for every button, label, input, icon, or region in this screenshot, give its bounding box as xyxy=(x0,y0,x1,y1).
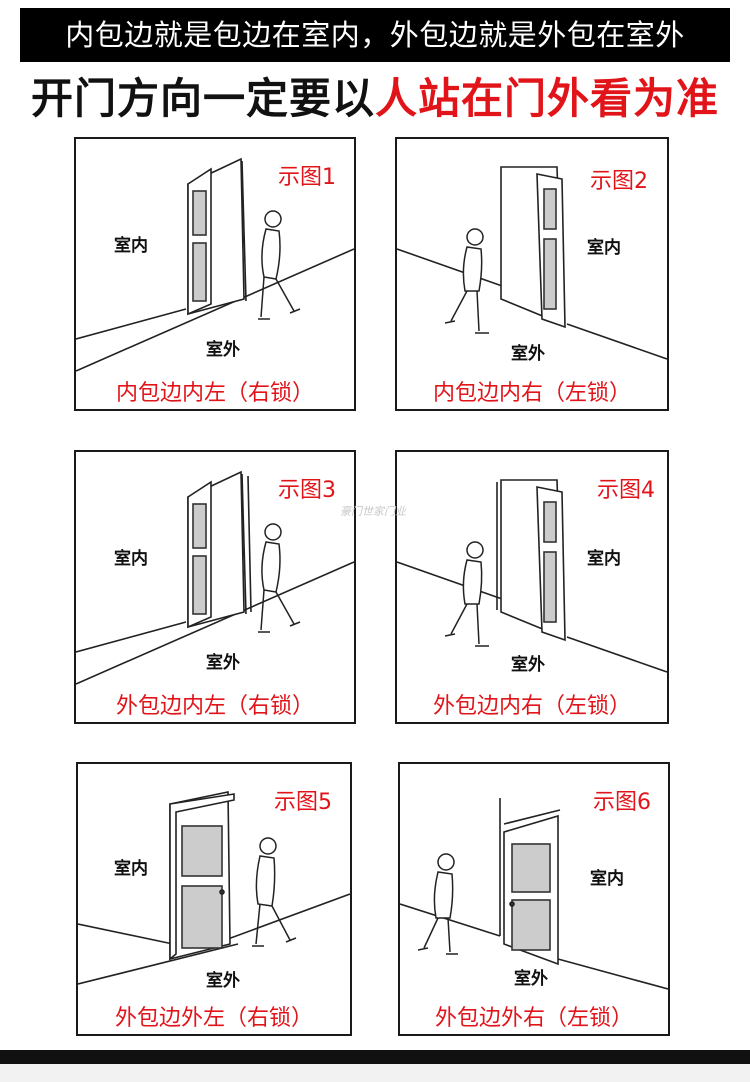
caption-4: 外包边内右（左锁） xyxy=(432,694,631,719)
bottom-bar xyxy=(0,1050,750,1064)
fig-label-5: 示图5 xyxy=(274,790,332,815)
person-icon xyxy=(252,837,297,947)
fig-label-3: 示图3 xyxy=(278,478,336,503)
fig-label-6: 示图6 xyxy=(593,790,651,815)
outdoor-label-1: 室外 xyxy=(206,340,240,360)
panel-3: 示图3 室内 室外 外包边内左（右锁） xyxy=(74,450,356,724)
indoor-label-6: 室内 xyxy=(590,869,624,889)
scene-3 xyxy=(76,470,354,685)
fig-label-2: 示图2 xyxy=(590,169,648,194)
scene-6 xyxy=(400,798,668,990)
watermark: 豪门世家门业 xyxy=(340,505,406,518)
fig-label-4: 示图4 xyxy=(597,478,655,503)
bottom-strip xyxy=(0,1064,750,1082)
door-icon xyxy=(187,157,247,316)
door-icon xyxy=(187,470,252,629)
outdoor-label-3: 室外 xyxy=(206,653,240,673)
outdoor-label-2: 室外 xyxy=(511,344,545,364)
panel-2: 示图2 室内 室外 内包边内右（左锁） xyxy=(395,137,669,411)
headline: 开门方向一定要以人站在门外看为准 xyxy=(0,66,750,132)
top-banner: 内包边就是包边在室内，外包边就是外包在室外 xyxy=(20,8,730,62)
person-icon xyxy=(258,523,301,633)
scene-2 xyxy=(397,166,667,360)
person-icon xyxy=(258,210,301,320)
caption-2: 内包边内右（左锁） xyxy=(432,381,631,406)
door-icon xyxy=(500,166,566,329)
indoor-label-4: 室内 xyxy=(587,549,621,569)
outdoor-label-5: 室外 xyxy=(206,971,240,991)
indoor-label-1: 室内 xyxy=(114,236,148,256)
panel-5: 示图5 室内 室外 外包边外左（右锁） xyxy=(76,762,352,1036)
indoor-label-5: 室内 xyxy=(114,859,148,879)
headline-red: 人站在门外看为准 xyxy=(375,74,720,123)
caption-3: 外包边内左（右锁） xyxy=(115,694,314,719)
indoor-label-2: 室内 xyxy=(587,238,621,258)
indoor-label-3: 室内 xyxy=(114,549,148,569)
panel-4: 示图4 室内 室外 外包边内右（左锁） xyxy=(395,450,669,724)
outdoor-label-4: 室外 xyxy=(511,655,545,675)
fig-label-1: 示图1 xyxy=(278,165,336,190)
panel-1: 示图1 室内 室外 内包边内左（右锁） xyxy=(74,137,356,411)
headline-black: 开门方向一定要以 xyxy=(30,74,375,123)
panel-6: 示图6 室内 室外 外包边外右（左锁） xyxy=(398,762,670,1036)
person-icon xyxy=(417,853,458,955)
scene-4 xyxy=(397,479,667,673)
caption-5: 外包边外左（右锁） xyxy=(114,1006,313,1031)
person-icon xyxy=(444,228,489,334)
person-icon xyxy=(444,541,489,647)
scene-1 xyxy=(76,157,354,372)
outdoor-label-6: 室外 xyxy=(514,969,548,989)
door-icon xyxy=(503,809,561,966)
door-icon xyxy=(496,479,566,642)
caption-6: 外包边外右（左锁） xyxy=(434,1006,633,1031)
scene-5 xyxy=(78,791,350,985)
caption-1: 内包边内左（右锁） xyxy=(115,381,314,406)
door-icon xyxy=(169,791,235,961)
